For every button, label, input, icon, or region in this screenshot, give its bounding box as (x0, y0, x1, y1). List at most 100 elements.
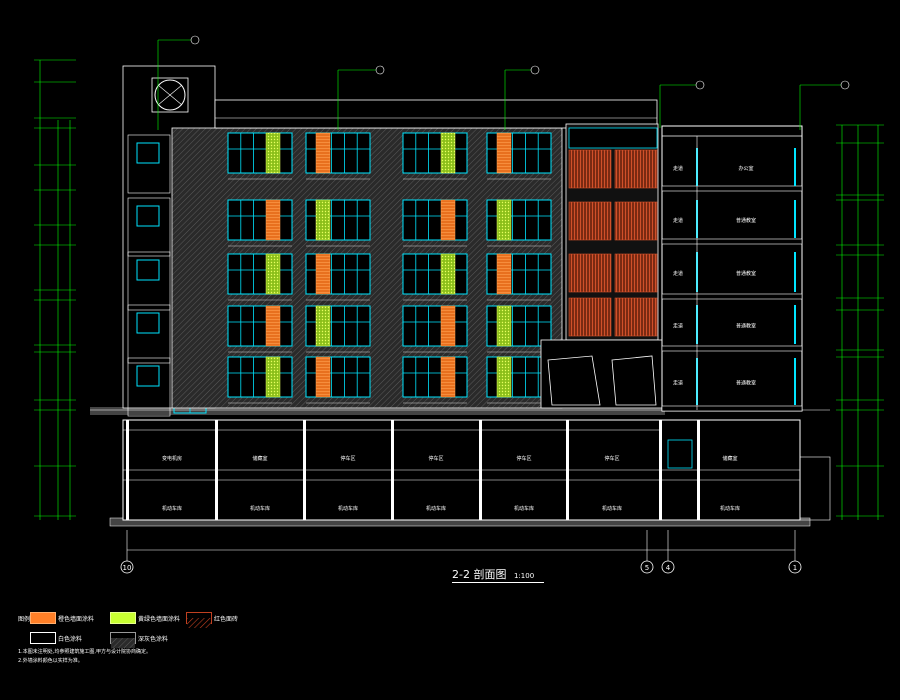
window (402, 356, 468, 398)
basement-room-label: 储藏室 (722, 455, 737, 462)
window (305, 253, 371, 295)
brick-panel (568, 253, 612, 293)
orange-panel (440, 356, 456, 398)
brick-panel (568, 297, 612, 337)
legend-label-red: 红色面砖 (214, 616, 239, 623)
floor-slab (661, 405, 803, 412)
tower-window (136, 142, 160, 164)
axis-bubble (788, 560, 802, 574)
yellow-panel (265, 253, 281, 295)
brick-panel (614, 297, 658, 337)
window (227, 305, 293, 347)
room-label: 普通教室 (736, 380, 756, 387)
brick-panel (614, 149, 658, 189)
brick-panels (568, 127, 658, 337)
callout-bubble (840, 80, 850, 90)
yellow-panel (496, 356, 512, 398)
legend-notes: 1.本图未注明处,均参照建筑施工图,甲方与设计院协商确定。 2.外墙涂料颜色以实… (18, 648, 151, 666)
orange-panel (315, 356, 331, 398)
tower-bay (127, 251, 171, 311)
axis-bubble (120, 560, 134, 574)
top-window (568, 127, 658, 149)
basement-column (215, 420, 218, 520)
corridor-label: 走道 (673, 270, 683, 277)
corridor-label: 走道 (673, 323, 683, 330)
basement-room-label: 机动车库 (338, 505, 358, 512)
yellow-panel (440, 132, 456, 174)
legend-label-orange: 橙色墙面涂料 (58, 616, 95, 623)
basement-room-label: 停车区 (604, 455, 619, 462)
window (402, 253, 468, 295)
right-dimension-chain (841, 125, 879, 520)
window (227, 199, 293, 241)
basement-room-label: 储藏室 (252, 455, 267, 462)
title-underline (452, 582, 544, 583)
axis-label: 10 (123, 564, 132, 572)
legend-label-yellow: 黄绿色墙面涂料 (138, 616, 181, 623)
callout-leaders (157, 35, 850, 130)
window (305, 305, 371, 347)
orange-panel (315, 132, 331, 174)
floor-slab (661, 293, 803, 300)
orange-panel (265, 305, 281, 347)
window (305, 356, 371, 398)
roof-vent-icon (154, 79, 186, 111)
basement-column (566, 420, 569, 520)
facade-windows (227, 132, 552, 404)
yellow-panel (496, 199, 512, 241)
brick-panel (614, 201, 658, 241)
axis-bubble (661, 560, 675, 574)
basement-room-label: 机动车库 (250, 505, 270, 512)
corridor-label: 走道 (673, 217, 683, 224)
basement-column (391, 420, 394, 520)
tower-window (136, 205, 160, 227)
orange-panel (315, 253, 331, 295)
tower-bay (127, 304, 171, 364)
window (402, 199, 468, 241)
axis-label: 1 (793, 564, 797, 572)
axis-bubble (640, 560, 654, 574)
tower-window (136, 259, 160, 281)
basement-room-label: 变电机房 (162, 455, 182, 462)
legend-label-white: 白色涂料 (58, 636, 83, 643)
basement-room-label: 机动车库 (162, 505, 182, 512)
axis-label: 5 (645, 564, 649, 572)
section-floors: 走道办公室走道普通教室走道普通教室走道普通教室走道普通教室 (661, 136, 803, 412)
drawing-title-text: 2-2 剖面图 (452, 568, 507, 581)
basement-room-label: 停车区 (516, 455, 531, 462)
yellow-panel (265, 356, 281, 398)
floor-slab (661, 185, 803, 192)
yellow-panel (440, 253, 456, 295)
yellow-panel (265, 132, 281, 174)
brick-panel (568, 149, 612, 189)
basement-room-label: 机动车库 (426, 505, 446, 512)
note-2: 2.外墙涂料颜色以实样为准。 (18, 658, 83, 664)
orange-panel (440, 305, 456, 347)
legend-swatch-yellow (110, 612, 136, 624)
room-label: 办公室 (738, 165, 753, 172)
window (305, 132, 371, 174)
legend: 图例: 橙色墙面涂料 黄绿色墙面涂料 红色面砖 白色涂料 深灰色涂料 (18, 612, 318, 682)
window (486, 199, 552, 241)
overall-dimension (126, 530, 796, 565)
window (486, 253, 552, 295)
tower-bay (127, 357, 171, 417)
floor-slab (661, 345, 803, 352)
legend-swatch-red (186, 612, 212, 628)
legend-label-gray: 深灰色涂料 (138, 636, 169, 643)
basement-room-label: 机动车库 (720, 505, 740, 512)
tower-bay (127, 197, 171, 257)
basement-room-label: 机动车库 (514, 505, 534, 512)
window (486, 132, 552, 174)
corridor-label: 走道 (673, 165, 683, 172)
basement-column (126, 420, 129, 520)
floor-slab (661, 238, 803, 245)
orange-panel (496, 132, 512, 174)
tower-bay (127, 134, 171, 194)
room-label: 普通教室 (736, 270, 756, 277)
yellow-panel (315, 305, 331, 347)
room-label: 普通教室 (736, 323, 756, 330)
tower-window (136, 312, 160, 334)
legend-swatch-gray (110, 632, 136, 648)
